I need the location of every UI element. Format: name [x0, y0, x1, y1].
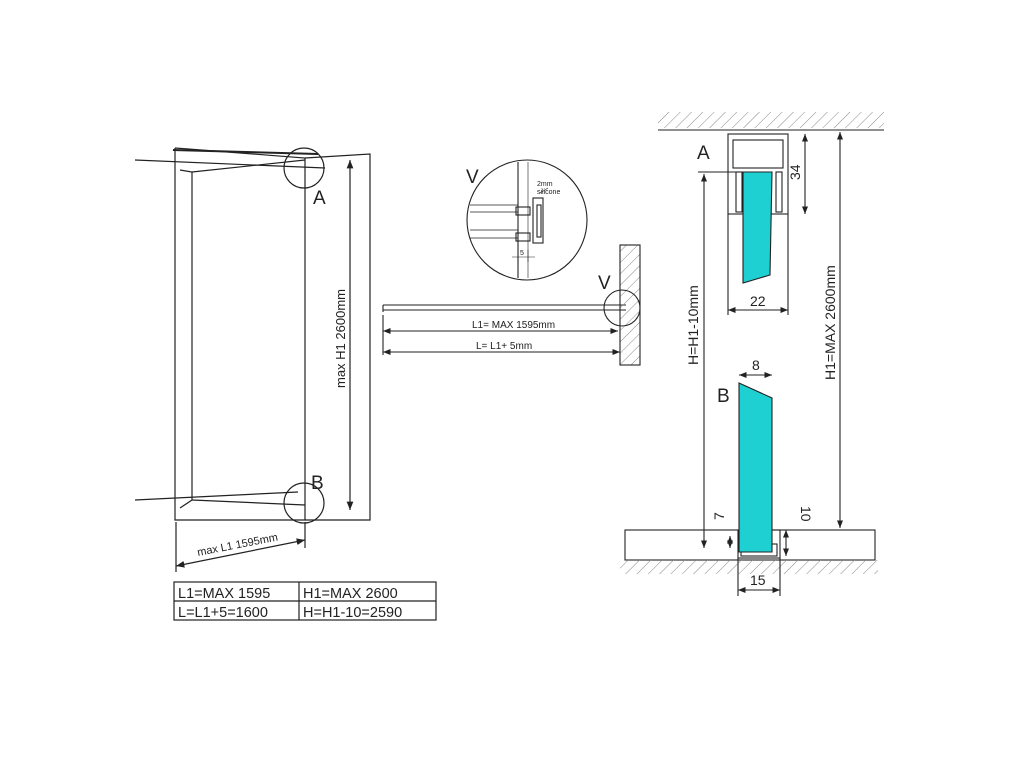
inner-frame-bottom: [191, 499, 306, 506]
table-cell-h1: H1=MAX 2600: [303, 586, 398, 602]
plan-l1-text: L1= MAX 1595mm: [472, 320, 555, 331]
dimension-table: [173, 581, 437, 621]
section-dim-h1: H1=MAX 2600mm: [822, 265, 838, 380]
table-cell-l1: L1=MAX 1595: [178, 586, 270, 602]
v-gap-dim: 5: [520, 250, 524, 257]
v-detail-label: V: [466, 167, 479, 188]
wall-line-bottom: [134, 491, 299, 501]
v-detail: [466, 159, 588, 281]
plan-v-circle: [603, 289, 641, 327]
section-dim-7: 7: [711, 512, 727, 520]
glass-top: [742, 171, 773, 284]
table-cell-l: L=L1+5=1600: [178, 605, 268, 621]
front-view: [134, 147, 371, 572]
ceiling: [658, 112, 884, 128]
plan-view: [382, 244, 641, 366]
v-detail-circle: [466, 159, 588, 281]
front-width-dim-text: max L1 1595mm: [196, 532, 279, 559]
section-dim-15: 15: [750, 572, 766, 588]
section-view: [620, 112, 884, 596]
section-dim-10: 10: [798, 506, 814, 522]
table-cell-h: H=H1-10=2590: [303, 605, 402, 621]
front-height-dim-text: max H1 2600mm: [333, 289, 348, 388]
plan-l-text: L= L1+ 5mm: [476, 341, 532, 352]
plan-wall: [619, 244, 641, 366]
detail-a-label: A: [313, 188, 326, 209]
inner-frame-top: [191, 159, 306, 173]
glass-bottom: [738, 382, 773, 553]
glass-panel-outline: [174, 147, 306, 521]
top-profile: [172, 149, 319, 155]
silicone-label-bottom: silicone: [537, 189, 560, 196]
wall-line-top: [134, 159, 326, 169]
section-dim-22: 22: [750, 293, 766, 309]
detail-a-circle: [283, 147, 325, 189]
section-dim-h: H=H1-10mm: [685, 285, 701, 365]
section-a-label: A: [697, 143, 710, 164]
plan-v-label: V: [598, 273, 611, 294]
section-dim-8: 8: [752, 357, 760, 373]
inner-frame: [179, 169, 193, 509]
detail-b-label: B: [311, 473, 324, 494]
section-dim-34: 34: [787, 164, 803, 180]
floor-hatch: [620, 560, 878, 574]
silicone-label-top: 2mm: [537, 181, 553, 188]
detail-b-circle: [283, 482, 325, 524]
side-panel: [304, 153, 371, 521]
section-b-label: B: [717, 386, 730, 407]
width-dim-line: [175, 538, 306, 568]
